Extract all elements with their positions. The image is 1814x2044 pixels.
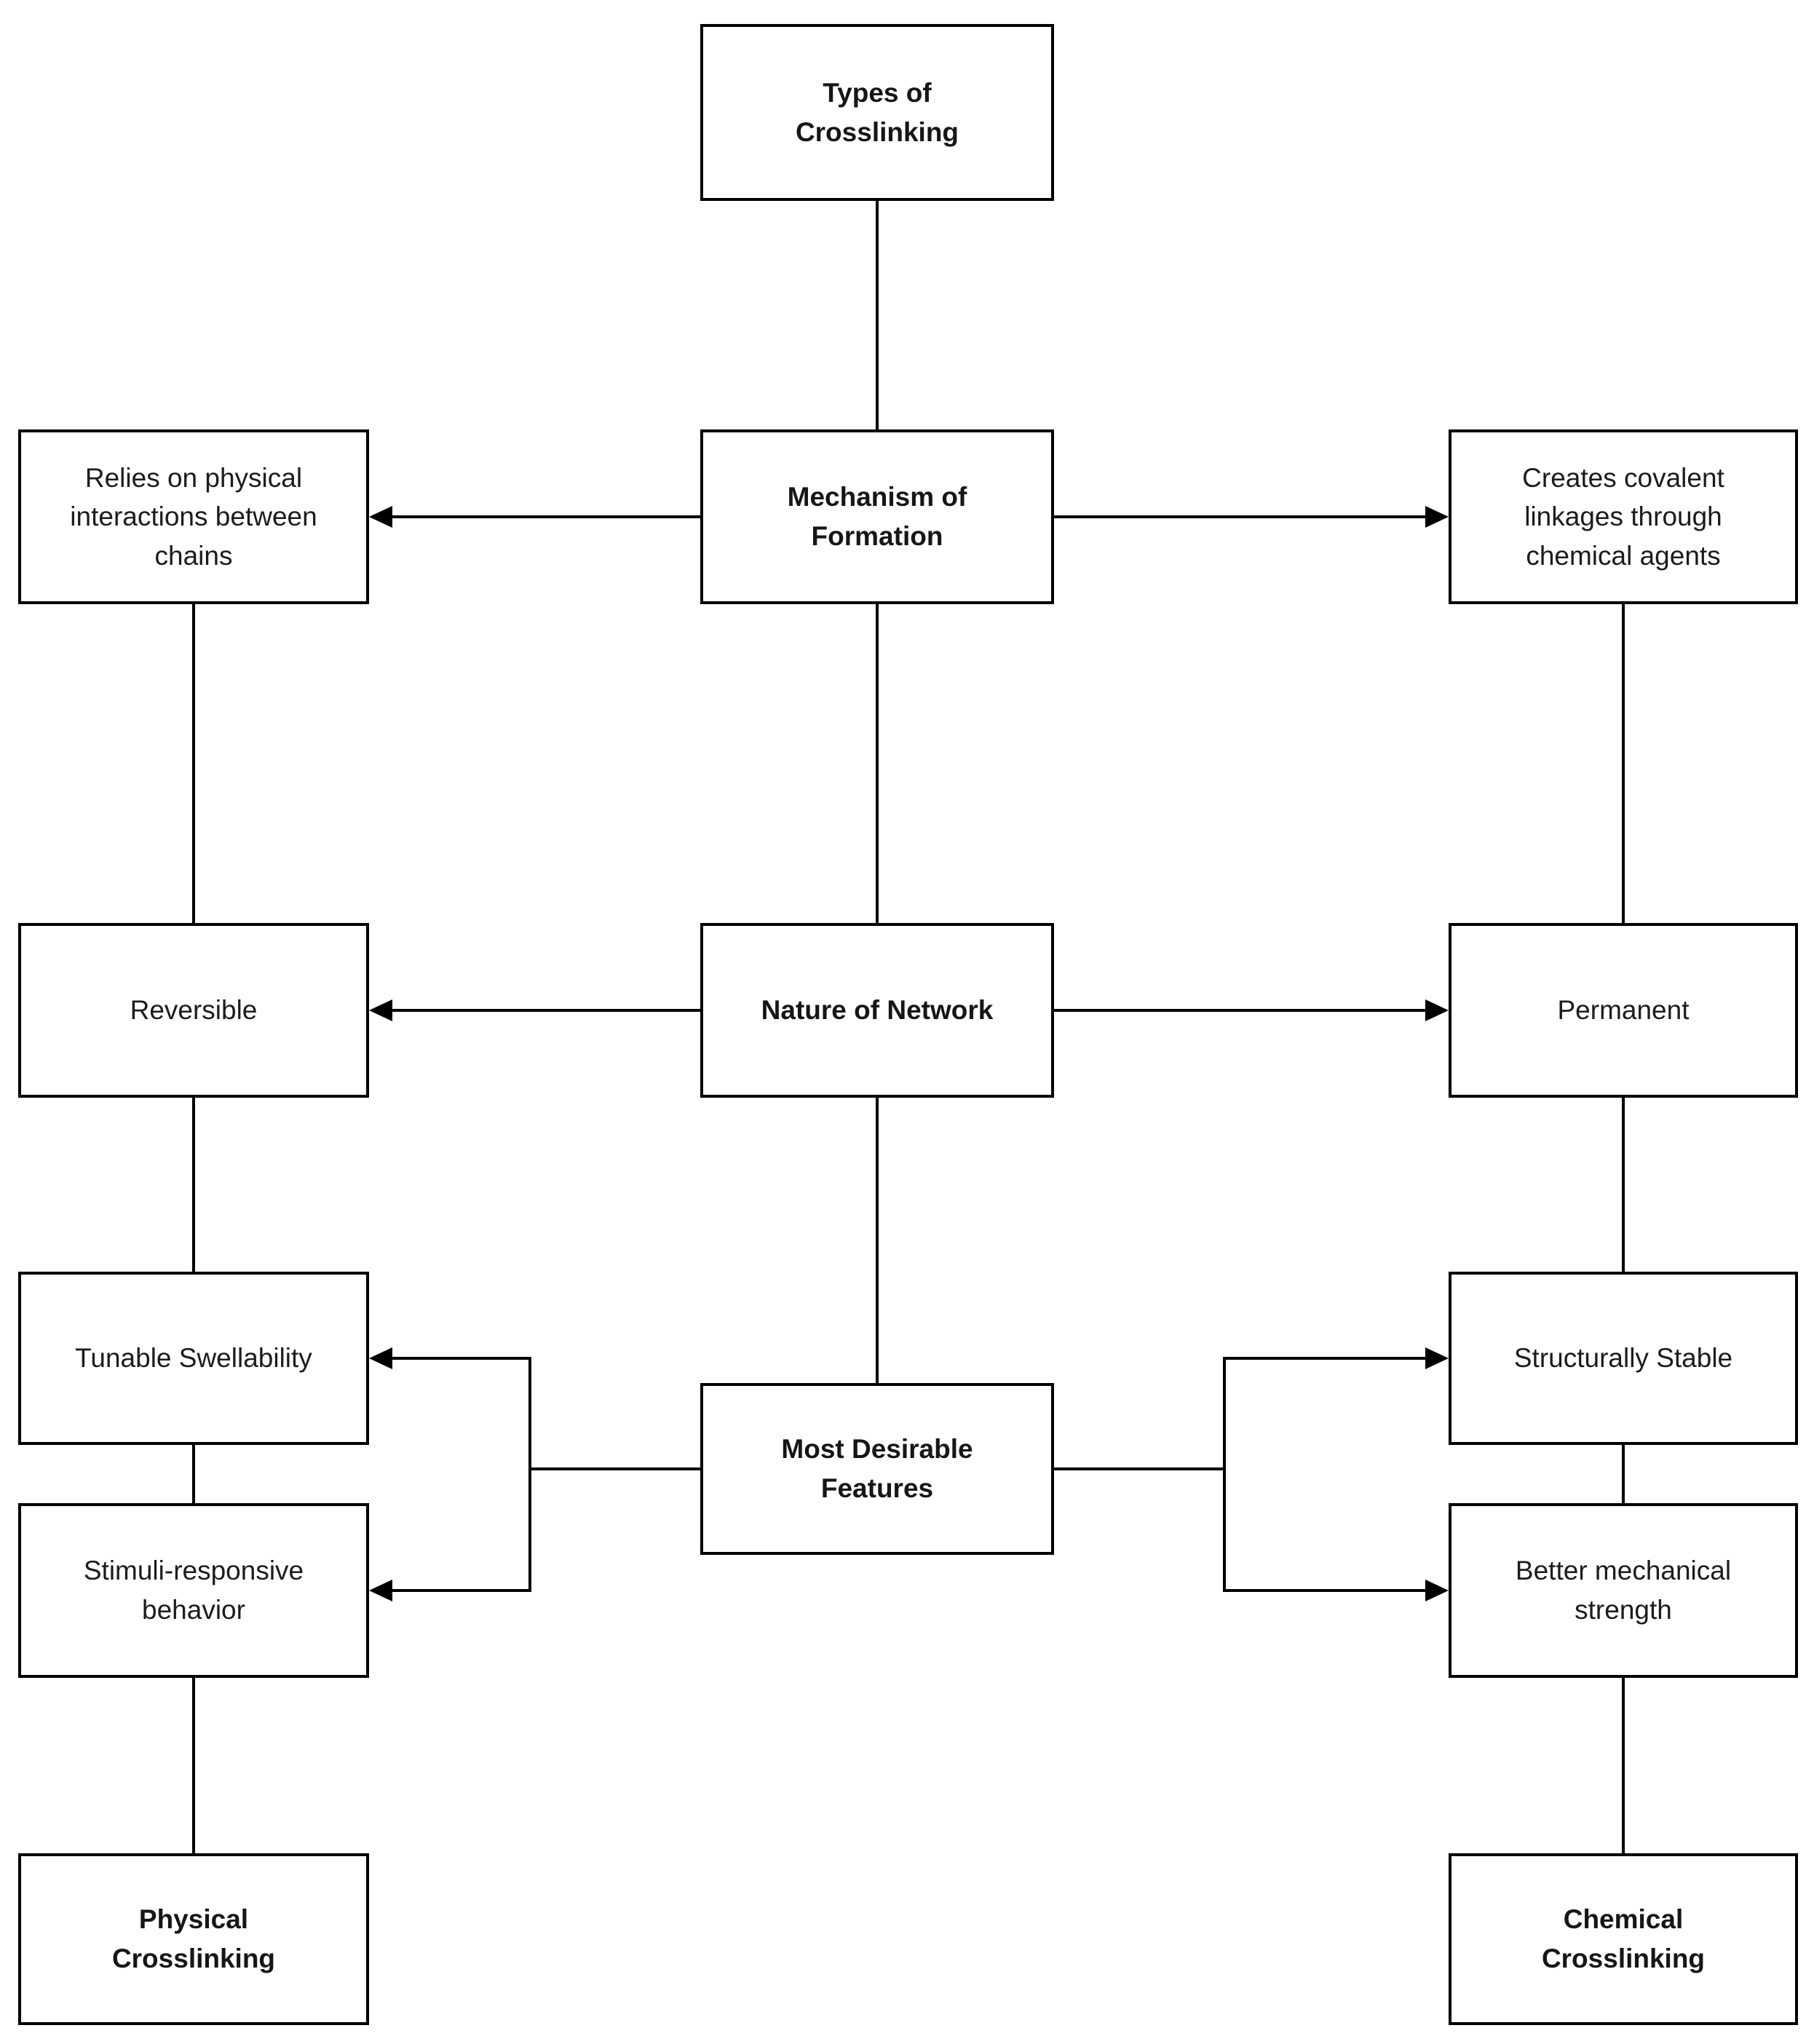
node-relies-on-physical-interactions: Relies on physical interactions between … [18,429,369,604]
edge-nature-to-mdf-line [876,1098,879,1383]
edge-mdf-to-tunable-line [390,1357,531,1360]
node-permanent: Permanent [1449,923,1798,1098]
edge-mdf-to-tunable-arrowhead [369,1347,392,1369]
node-creates-covalent-linkages: Creates covalent linkages through chemic… [1449,429,1798,604]
node-reversible: Reversible [18,923,369,1098]
edge-mdf-right-elbow-line [1223,1357,1226,1592]
edge-nature-to-permanent-arrowhead [1425,999,1449,1021]
edge-nature-to-reversible-arrowhead [369,999,392,1021]
edge-mdf-to-stimuli-line [390,1589,531,1592]
node-tunable-swellability: Tunable Swellability [18,1272,369,1445]
edge-tunable-to-stimuli-line [192,1445,195,1503]
node-types-of-crosslinking: Types of Crosslinking [700,24,1054,201]
edge-mdf-to-stable-arrowhead [1425,1347,1449,1369]
node-physical-crosslinking: Physical Crosslinking [18,1853,369,2025]
edge-permanent-to-stable-line [1622,1098,1625,1272]
edge-reversible-to-tunable-line [192,1098,195,1272]
edge-mdf-left-stub-line [530,1467,700,1470]
node-most-desirable-features: Most Desirable Features [700,1383,1054,1555]
edge-mdf-to-better-line [1226,1589,1427,1592]
edge-nature-to-reversible-line [390,1009,700,1012]
edge-mechanism-to-creates-line [1054,515,1427,518]
edge-types-to-mechanism-line [876,201,879,429]
edge-relies-to-reversible-line [192,604,195,923]
node-structurally-stable: Structurally Stable [1449,1272,1798,1445]
node-better-mechanical-strength: Better mechanical strength [1449,1503,1798,1678]
node-stimuli-responsive-behavior: Stimuli-responsive behavior [18,1503,369,1678]
edge-better-to-chemical-line [1622,1678,1625,1853]
edge-mdf-to-better-arrowhead [1425,1580,1449,1601]
edge-stable-to-better-line [1622,1445,1625,1503]
node-mechanism-of-formation: Mechanism of Formation [700,429,1054,604]
edge-mdf-right-stub-line [1054,1467,1224,1470]
edge-nature-to-permanent-line [1054,1009,1427,1012]
node-chemical-crosslinking: Chemical Crosslinking [1449,1853,1798,2025]
edge-mdf-left-elbow-line [528,1357,531,1592]
edge-mechanism-to-nature-line [876,604,879,923]
edge-mechanism-to-relies-line [390,515,700,518]
edge-mechanism-to-relies-arrowhead [369,506,392,528]
edge-mechanism-to-creates-arrowhead [1425,506,1449,528]
edge-mdf-to-stable-line [1226,1357,1427,1360]
edge-stimuli-to-physical-line [192,1678,195,1853]
edge-creates-to-permanent-line [1622,604,1625,923]
edge-mdf-to-stimuli-arrowhead [369,1580,392,1601]
node-nature-of-network: Nature of Network [700,923,1054,1098]
